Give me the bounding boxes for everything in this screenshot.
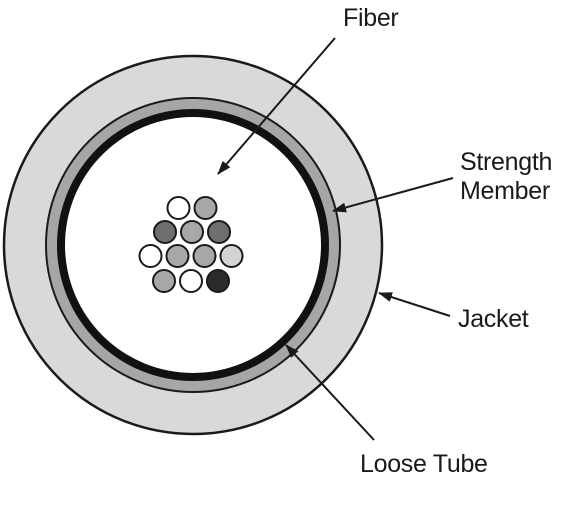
fiber-bundle (138, 196, 244, 293)
fiber-label: Fiber (343, 4, 398, 32)
callout-lines (217, 37, 454, 441)
optical-fiber (152, 269, 176, 293)
strength-member-leader-arrow (332, 177, 454, 213)
callout-labels: Fiber Strength Member Jacket Loose Tube (343, 4, 552, 478)
cable-cross-section (2, 54, 384, 436)
strength-member-label-line2: Member (460, 177, 550, 205)
optical-fiber (153, 220, 177, 244)
optical-fiber (192, 244, 217, 268)
optical-fiber (207, 220, 231, 244)
optical-fiber (193, 196, 218, 220)
optical-fiber (166, 196, 191, 220)
optical-fiber (179, 269, 203, 293)
fiber-leader-arrow (217, 37, 336, 175)
optical-fiber (206, 269, 230, 293)
loose-tube-label: Loose Tube (360, 450, 488, 478)
loose-tube-leader-arrow (285, 344, 375, 441)
optical-fiber (180, 220, 204, 244)
optical-fiber (219, 244, 244, 268)
jacket-leader-arrow (378, 292, 451, 317)
loose-tube-interior (65, 117, 321, 373)
optical-fiber (165, 244, 190, 268)
optical-fiber (138, 244, 163, 268)
jacket-label: Jacket (458, 305, 529, 333)
strength-member-label-line1: Strength (460, 148, 552, 176)
